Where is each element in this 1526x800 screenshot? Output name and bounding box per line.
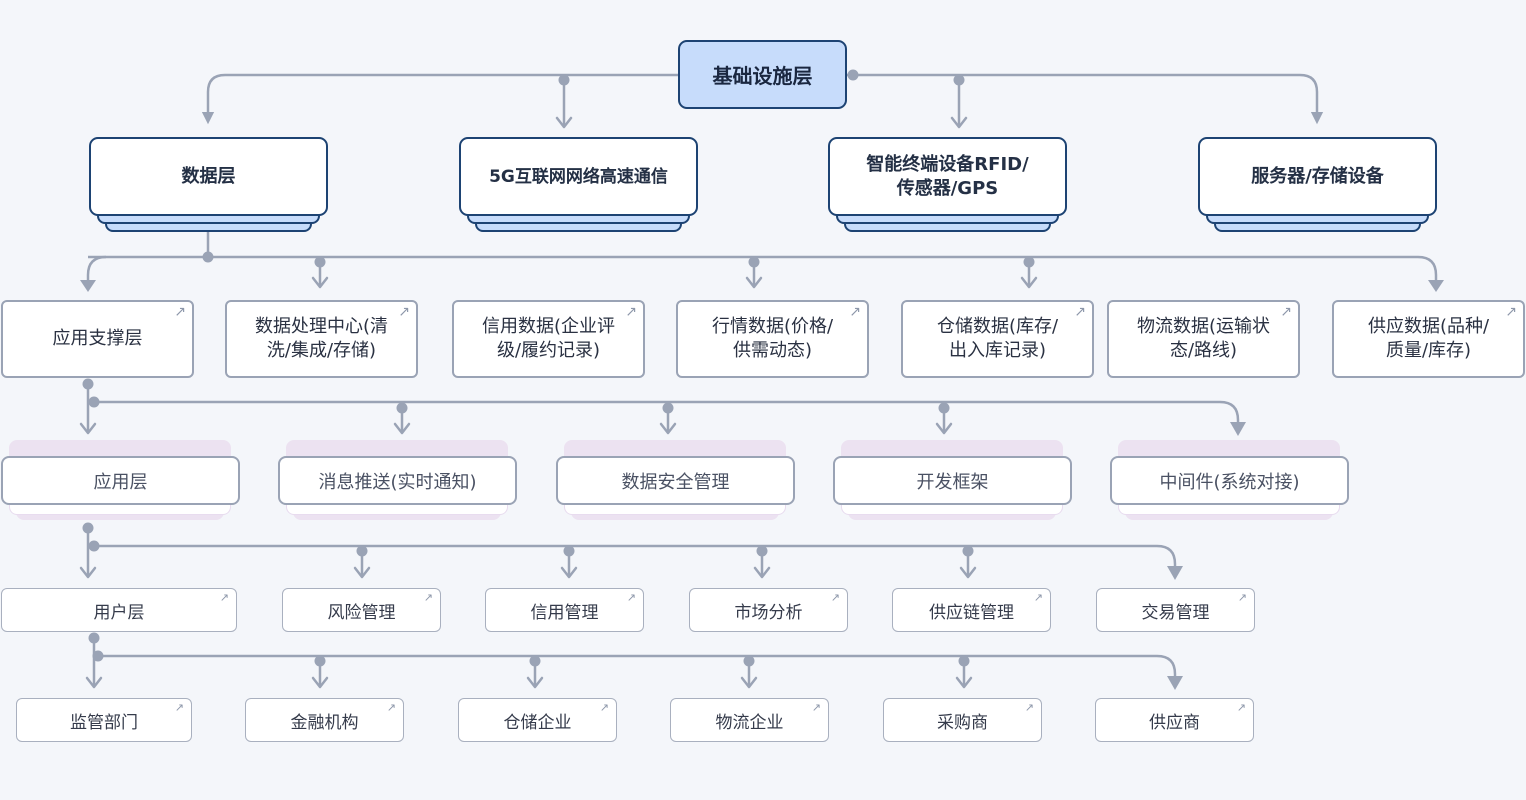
user-node-user-layer[interactable]: 用户层 ↗ [1, 588, 237, 632]
user-node-supply-chain[interactable]: 供应链管理 ↗ [892, 588, 1051, 632]
arrow-up-right-icon: ↗ [386, 701, 396, 714]
infra-node-label: 5G互联网网络高速通信 [489, 166, 668, 187]
entity-node-label: 监管部门 [70, 712, 138, 733]
entity-node-label: 仓储企业 [503, 712, 572, 733]
infra-node-label: 智能终端设备RFID/ 传感器/GPS [866, 153, 1029, 199]
arrow-up-right-icon: ↗ [1024, 701, 1034, 714]
infra-node-smart-terminals[interactable]: 智能终端设备RFID/ 传感器/GPS [828, 137, 1067, 216]
entity-node-label: 采购商 [937, 712, 988, 733]
entity-node-purchasers[interactable]: 采购商 ↗ [883, 698, 1042, 742]
user-node-credit-management[interactable]: 信用管理 ↗ [485, 588, 644, 632]
infra-node-data-layer[interactable]: 数据层 [89, 137, 328, 216]
support-node-credit-data[interactable]: 信用数据(企业评 级/履约记录) ↗ [452, 300, 645, 378]
app-card-stack-shadow [564, 440, 786, 460]
entity-node-label: 物流企业 [715, 712, 784, 733]
app-node-label: 中间件(系统对接) [1159, 471, 1300, 493]
arrow-up-right-icon: ↗ [849, 304, 861, 320]
arrow-up-right-icon: ↗ [398, 304, 410, 320]
app-card-stack-shadow [9, 440, 231, 460]
user-node-trade-management[interactable]: 交易管理 ↗ [1096, 588, 1255, 632]
user-node-label: 信用管理 [530, 602, 599, 623]
user-node-market-analysis[interactable]: 市场分析 ↗ [689, 588, 848, 632]
user-node-label: 风险管理 [327, 602, 396, 623]
support-node-label: 信用数据(企业评 级/履约记录) [481, 316, 616, 361]
app-node-message-push[interactable]: 消息推送(实时通知) [278, 456, 517, 505]
arrow-up-right-icon: ↗ [599, 701, 609, 714]
support-node-data-processing[interactable]: 数据处理中心(清 洗/集成/存储) ↗ [225, 300, 418, 378]
support-node-label: 物流数据(运输状 态/路线) [1136, 316, 1271, 361]
user-node-label: 供应链管理 [929, 602, 1014, 623]
entity-node-label: 供应商 [1149, 712, 1200, 733]
entity-node-warehouse-companies[interactable]: 仓储企业 ↗ [458, 698, 617, 742]
arrow-up-right-icon: ↗ [1237, 591, 1247, 604]
support-node-label: 行情数据(价格/ 供需动态) [711, 316, 834, 361]
arrow-up-right-icon: ↗ [1505, 304, 1517, 320]
app-card-stack-shadow [1118, 440, 1340, 460]
user-node-risk-management[interactable]: 风险管理 ↗ [282, 588, 441, 632]
entity-node-suppliers[interactable]: 供应商 ↗ [1095, 698, 1254, 742]
arrow-up-right-icon: ↗ [423, 591, 433, 604]
user-node-label: 市场分析 [734, 602, 803, 623]
support-node-label: 数据处理中心(清 洗/集成/存储) [254, 316, 389, 361]
app-node-label: 数据安全管理 [621, 471, 730, 493]
infra-node-5g-network[interactable]: 5G互联网网络高速通信 [459, 137, 698, 216]
support-node-warehouse-data[interactable]: 仓储数据(库存/ 出入库记录) ↗ [901, 300, 1094, 378]
root-node-infrastructure-layer[interactable]: 基础设施层 [678, 40, 847, 109]
entity-node-label: 金融机构 [290, 712, 359, 733]
arrow-up-right-icon: ↗ [830, 591, 840, 604]
support-node-label: 应用支撑层 [52, 328, 143, 349]
arrow-up-right-icon: ↗ [626, 591, 636, 604]
root-node-label: 基础设施层 [712, 64, 813, 88]
user-node-label: 用户层 [93, 602, 145, 623]
entity-node-logistics-companies[interactable]: 物流企业 ↗ [670, 698, 829, 742]
app-node-label: 消息推送(实时通知) [318, 471, 477, 493]
arrow-up-right-icon: ↗ [1236, 701, 1246, 714]
infra-node-servers-storage[interactable]: 服务器/存储设备 [1198, 137, 1437, 216]
arrow-up-right-icon: ↗ [811, 701, 821, 714]
arrow-up-right-icon: ↗ [219, 591, 229, 604]
support-node-label: 供应数据(品种/ 质量/库存) [1367, 316, 1490, 361]
support-node-market-data[interactable]: 行情数据(价格/ 供需动态) ↗ [676, 300, 869, 378]
infra-node-label: 服务器/存储设备 [1251, 165, 1384, 187]
app-card-stack-shadow [286, 440, 508, 460]
support-node-label: 仓储数据(库存/ 出入库记录) [936, 316, 1059, 361]
app-node-dev-framework[interactable]: 开发框架 [833, 456, 1072, 505]
support-node-supply-data[interactable]: 供应数据(品种/ 质量/库存) ↗ [1332, 300, 1525, 378]
support-node-app-support-layer[interactable]: 应用支撑层 ↗ [1, 300, 194, 378]
app-card-stack-shadow [841, 440, 1063, 460]
arrow-up-right-icon: ↗ [1280, 304, 1292, 320]
app-node-label: 开发框架 [916, 471, 989, 493]
arrow-up-right-icon: ↗ [625, 304, 637, 320]
app-node-application-layer[interactable]: 应用层 [1, 456, 240, 505]
entity-node-regulators[interactable]: 监管部门 ↗ [16, 698, 192, 742]
arrow-up-right-icon: ↗ [1033, 591, 1043, 604]
entity-node-financial-institutions[interactable]: 金融机构 ↗ [245, 698, 404, 742]
app-node-middleware[interactable]: 中间件(系统对接) [1110, 456, 1349, 505]
arrow-up-right-icon: ↗ [174, 304, 186, 320]
app-node-data-security[interactable]: 数据安全管理 [556, 456, 795, 505]
arrow-up-right-icon: ↗ [1074, 304, 1086, 320]
infra-node-label: 数据层 [181, 165, 236, 187]
arrow-up-right-icon: ↗ [174, 701, 184, 714]
app-node-label: 应用层 [93, 471, 148, 493]
user-node-label: 交易管理 [1141, 602, 1210, 623]
support-node-logistics-data[interactable]: 物流数据(运输状 态/路线) ↗ [1107, 300, 1300, 378]
